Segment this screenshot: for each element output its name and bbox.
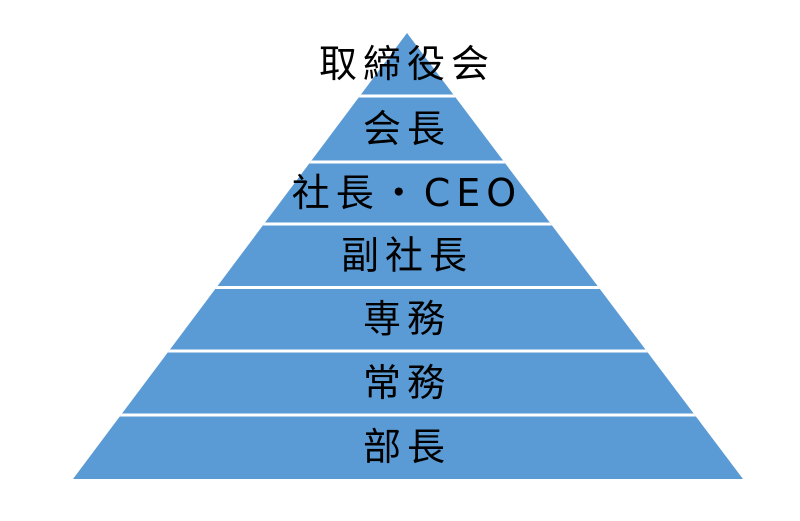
level-label-president-ceo: 社長・CEO: [292, 171, 522, 215]
level-label-board: 取締役会: [319, 42, 495, 86]
level-label-managing-director: 常務: [363, 361, 451, 405]
level-label-chairman: 会長: [363, 107, 451, 151]
level-label-department-head: 部長: [363, 425, 451, 469]
level-label-senior-managing-director: 専務: [363, 297, 451, 341]
pyramid-shape: [73, 33, 743, 479]
level-label-vice-president: 副社長: [341, 234, 473, 278]
